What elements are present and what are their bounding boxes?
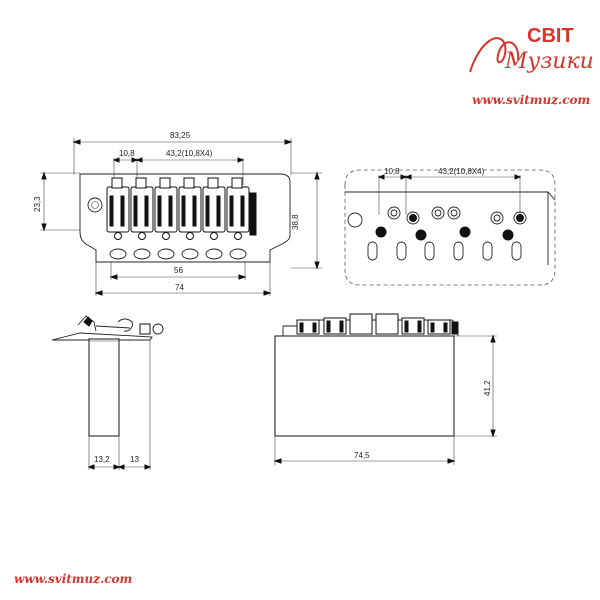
dim-string-spacing: 43,2(10,8X4) [166, 149, 213, 158]
front-view: 74,5 41,2 [273, 313, 497, 465]
side-view: 13,2 13 [51, 315, 164, 470]
detail-slots [367, 241, 522, 261]
front-saddles [296, 313, 459, 335]
footer-url: www.svitmuz.com [14, 572, 132, 586]
logo-word-script: Музики [504, 49, 594, 74]
mounting-slots [109, 248, 247, 260]
pivot-screw-hole [87, 197, 103, 213]
string-holes [375, 206, 527, 241]
detail-dim-string-spacing: 43,2(10,8X4) [438, 167, 485, 176]
brand-plate-mark [249, 192, 257, 236]
logo-url: www.svitmuz.com [472, 93, 590, 107]
dim-height-right: 38,8 [291, 214, 300, 230]
detail-dim-left-spacing: 10,8 [384, 167, 400, 176]
logo-swirl [469, 37, 520, 73]
dim-block-depth: 13 [130, 455, 139, 464]
dim-block-width: 13,2 [94, 455, 110, 464]
dim-front-height: 41,2 [483, 380, 492, 396]
dim-bottom-outer: 74 [175, 283, 184, 292]
saddle-group [106, 177, 257, 240]
dim-overall-width: 83,25 [170, 131, 191, 140]
logo-word-top: СВІТ [527, 25, 574, 47]
dim-height-left: 23,3 [33, 196, 42, 212]
brand-logo: СВІТ Музики www.svitmuz.com [469, 25, 594, 107]
dim-left-spacing: 10,8 [119, 149, 135, 158]
detail-view: 10,8 43,2(10,8X4) [344, 167, 556, 286]
dim-bottom-inner: 56 [174, 266, 183, 275]
dim-front-width: 74,5 [354, 451, 370, 460]
top-view: 83,25 10,8 43,2(10,8X4) 23,3 38,8 [33, 131, 322, 296]
